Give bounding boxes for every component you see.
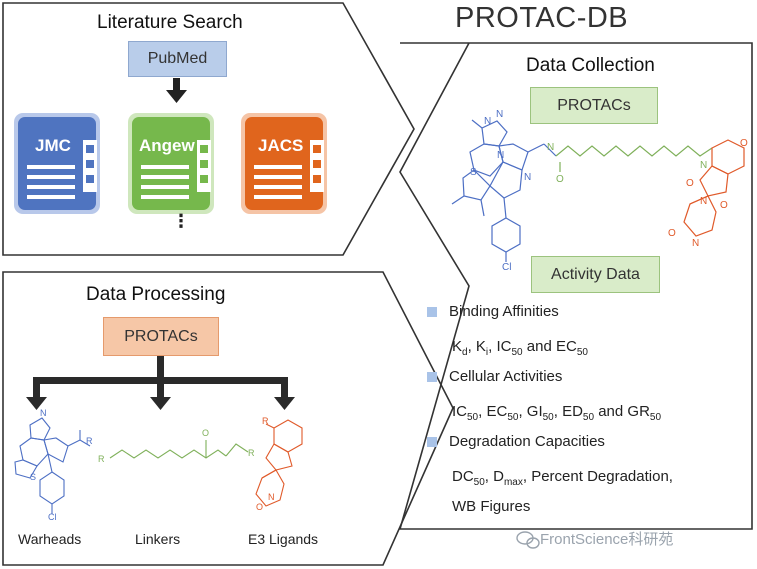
svg-text:S: S: [470, 167, 477, 178]
detail-term: , IC: [488, 338, 512, 355]
detail-subscript: 50: [649, 412, 662, 423]
detail-subscript: 50: [467, 412, 479, 423]
category-cellular-activities: Cellular Activities: [449, 368, 563, 385]
svg-text:N: N: [524, 172, 531, 183]
svg-text:R: R: [98, 454, 105, 464]
detail-subscript: 50: [542, 412, 554, 423]
detail-term: IC: [452, 403, 467, 420]
svg-text:N: N: [484, 116, 491, 127]
svg-text:N: N: [547, 142, 554, 153]
detail-term: , EC: [478, 403, 508, 420]
svg-text:O: O: [556, 174, 564, 185]
bullet-binding: [427, 307, 437, 317]
detail-term: , Percent Degradation,: [522, 468, 673, 485]
detail-term: , ED: [553, 403, 583, 420]
watermark-text: FrontScience科研苑: [540, 531, 674, 548]
detail-subscript: 50: [576, 347, 588, 358]
svg-text:N: N: [268, 492, 275, 502]
category-binding-affinities: Binding Affinities: [449, 303, 559, 320]
protacs-collection-box: PROTACs: [530, 87, 658, 124]
activity-data-box: Activity Data: [531, 256, 660, 293]
svg-text:N: N: [700, 196, 707, 207]
caption-linkers: Linkers: [135, 531, 181, 547]
svg-text:O: O: [686, 178, 694, 189]
detail-term: and EC: [522, 338, 577, 355]
detail-term: and GR: [594, 403, 650, 420]
bullet-degradation: [427, 437, 437, 447]
detail-term: , K: [467, 338, 486, 355]
detail-subscript: 50: [511, 347, 523, 358]
svg-text:O: O: [740, 138, 748, 149]
degradation-capacities-detail: DC50, Dmax, Percent Degradation,: [452, 468, 673, 488]
svg-text:Cl: Cl: [502, 262, 511, 273]
detail-term: DC: [452, 468, 474, 485]
svg-text:N: N: [692, 238, 699, 249]
journal-icon-angew: [128, 113, 214, 214]
pubmed-box: PubMed: [128, 41, 227, 77]
journal-label-angew: Angew: [139, 136, 195, 155]
protacs-processing-box: PROTACs: [103, 317, 219, 356]
data-collection-title: Data Collection: [526, 55, 655, 76]
literature-search-panel: [2, 2, 415, 256]
processing-tree-arrows: [26, 356, 295, 410]
category-degradation-capacities: Degradation Capacities: [449, 433, 605, 450]
detail-term: , GI: [518, 403, 543, 420]
detail-term: K: [452, 338, 463, 355]
detail-subscript: i: [485, 347, 489, 358]
svg-text:O: O: [202, 428, 209, 438]
svg-text:O: O: [256, 502, 263, 512]
journal-icon-jmc: [14, 113, 100, 214]
wechat-watermark-icon: [516, 531, 540, 549]
detail-subscript: d: [462, 347, 468, 358]
data-processing-title: Data Processing: [86, 284, 226, 305]
figure-title: PROTAC-DB: [455, 2, 629, 34]
binding-affinities-detail: Kd, Ki, IC50 and EC50: [452, 338, 588, 358]
svg-text:N: N: [700, 160, 707, 171]
protac-molecule: [451, 119, 745, 262]
detail-subscript: max: [503, 477, 523, 488]
caption-warheads: Warheads: [18, 531, 82, 547]
more-journals-ellipsis: ⋮: [172, 211, 190, 231]
cellular-activities-detail: IC50, EC50, GI50, ED50 and GR50: [452, 403, 661, 423]
svg-text:R: R: [248, 448, 255, 458]
bullet-cellular: [427, 372, 437, 382]
journal-icon-jacs: [241, 113, 327, 214]
svg-text:Cl: Cl: [48, 512, 57, 522]
svg-text:R: R: [262, 416, 269, 426]
degradation-wb-figures: WB Figures: [452, 498, 531, 515]
detail-subscript: 50: [473, 477, 485, 488]
svg-text:N: N: [496, 109, 503, 120]
pubmed-arrow: [166, 78, 187, 103]
linker-structure: [109, 440, 249, 459]
detail-term: , D: [484, 468, 504, 485]
data-processing-panel: [2, 271, 454, 566]
journal-label-jacs: JACS: [258, 136, 304, 155]
svg-text:R: R: [86, 436, 93, 446]
svg-text:N: N: [40, 408, 47, 418]
svg-text:N: N: [497, 150, 504, 161]
journal-label-jmc: JMC: [35, 136, 71, 155]
warhead-structure: [14, 417, 91, 514]
detail-subscript: 50: [507, 412, 519, 423]
literature-search-title: Literature Search: [97, 12, 243, 33]
caption-e3-ligands: E3 Ligands: [248, 531, 319, 547]
svg-text:O: O: [668, 228, 676, 239]
data-collection-panel: [398, 42, 753, 530]
e3-ligand-structure: [255, 419, 303, 507]
svg-text:O: O: [720, 200, 728, 211]
detail-subscript: 50: [582, 412, 595, 423]
svg-text:S: S: [30, 472, 36, 482]
